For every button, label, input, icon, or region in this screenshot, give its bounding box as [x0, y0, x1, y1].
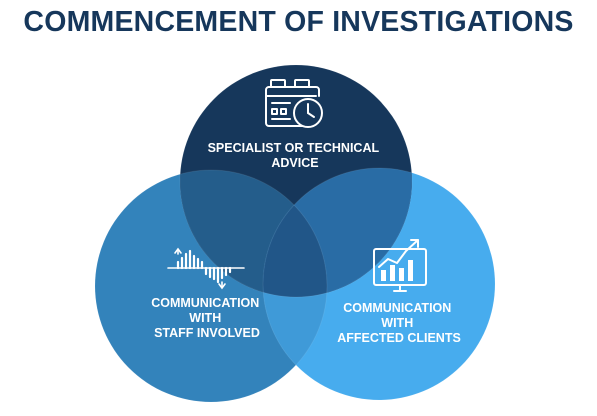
growth-chart-icon: [373, 239, 427, 292]
circle-left-label-line: WITH: [189, 311, 221, 325]
circle-right-label-line: AFFECTED CLIENTS: [337, 331, 461, 345]
circle-top-label-line: SPECIALIST OR TECHNICAL: [208, 141, 380, 155]
circle-right-label-line: COMMUNICATION: [343, 301, 451, 315]
circle-right-label: COMMUNICATION WITH AFFECTED CLIENTS: [337, 301, 461, 345]
circle-top-label-line: ADVICE: [271, 156, 318, 170]
page-title: COMMENCEMENT OF INVESTIGATIONS: [23, 6, 574, 38]
circle-left-label: COMMUNICATION WITH STAFF INVOLVED: [151, 296, 263, 340]
circle-right-label-line: WITH: [381, 316, 413, 330]
soundwave-icon: [167, 247, 245, 290]
calendar-clock-icon: [265, 79, 323, 128]
circle-top-label: SPECIALIST OR TECHNICAL ADVICE: [208, 141, 383, 170]
circle-left-label-line: COMMUNICATION: [151, 296, 259, 310]
circle-left-label-line: STAFF INVOLVED: [154, 326, 260, 340]
